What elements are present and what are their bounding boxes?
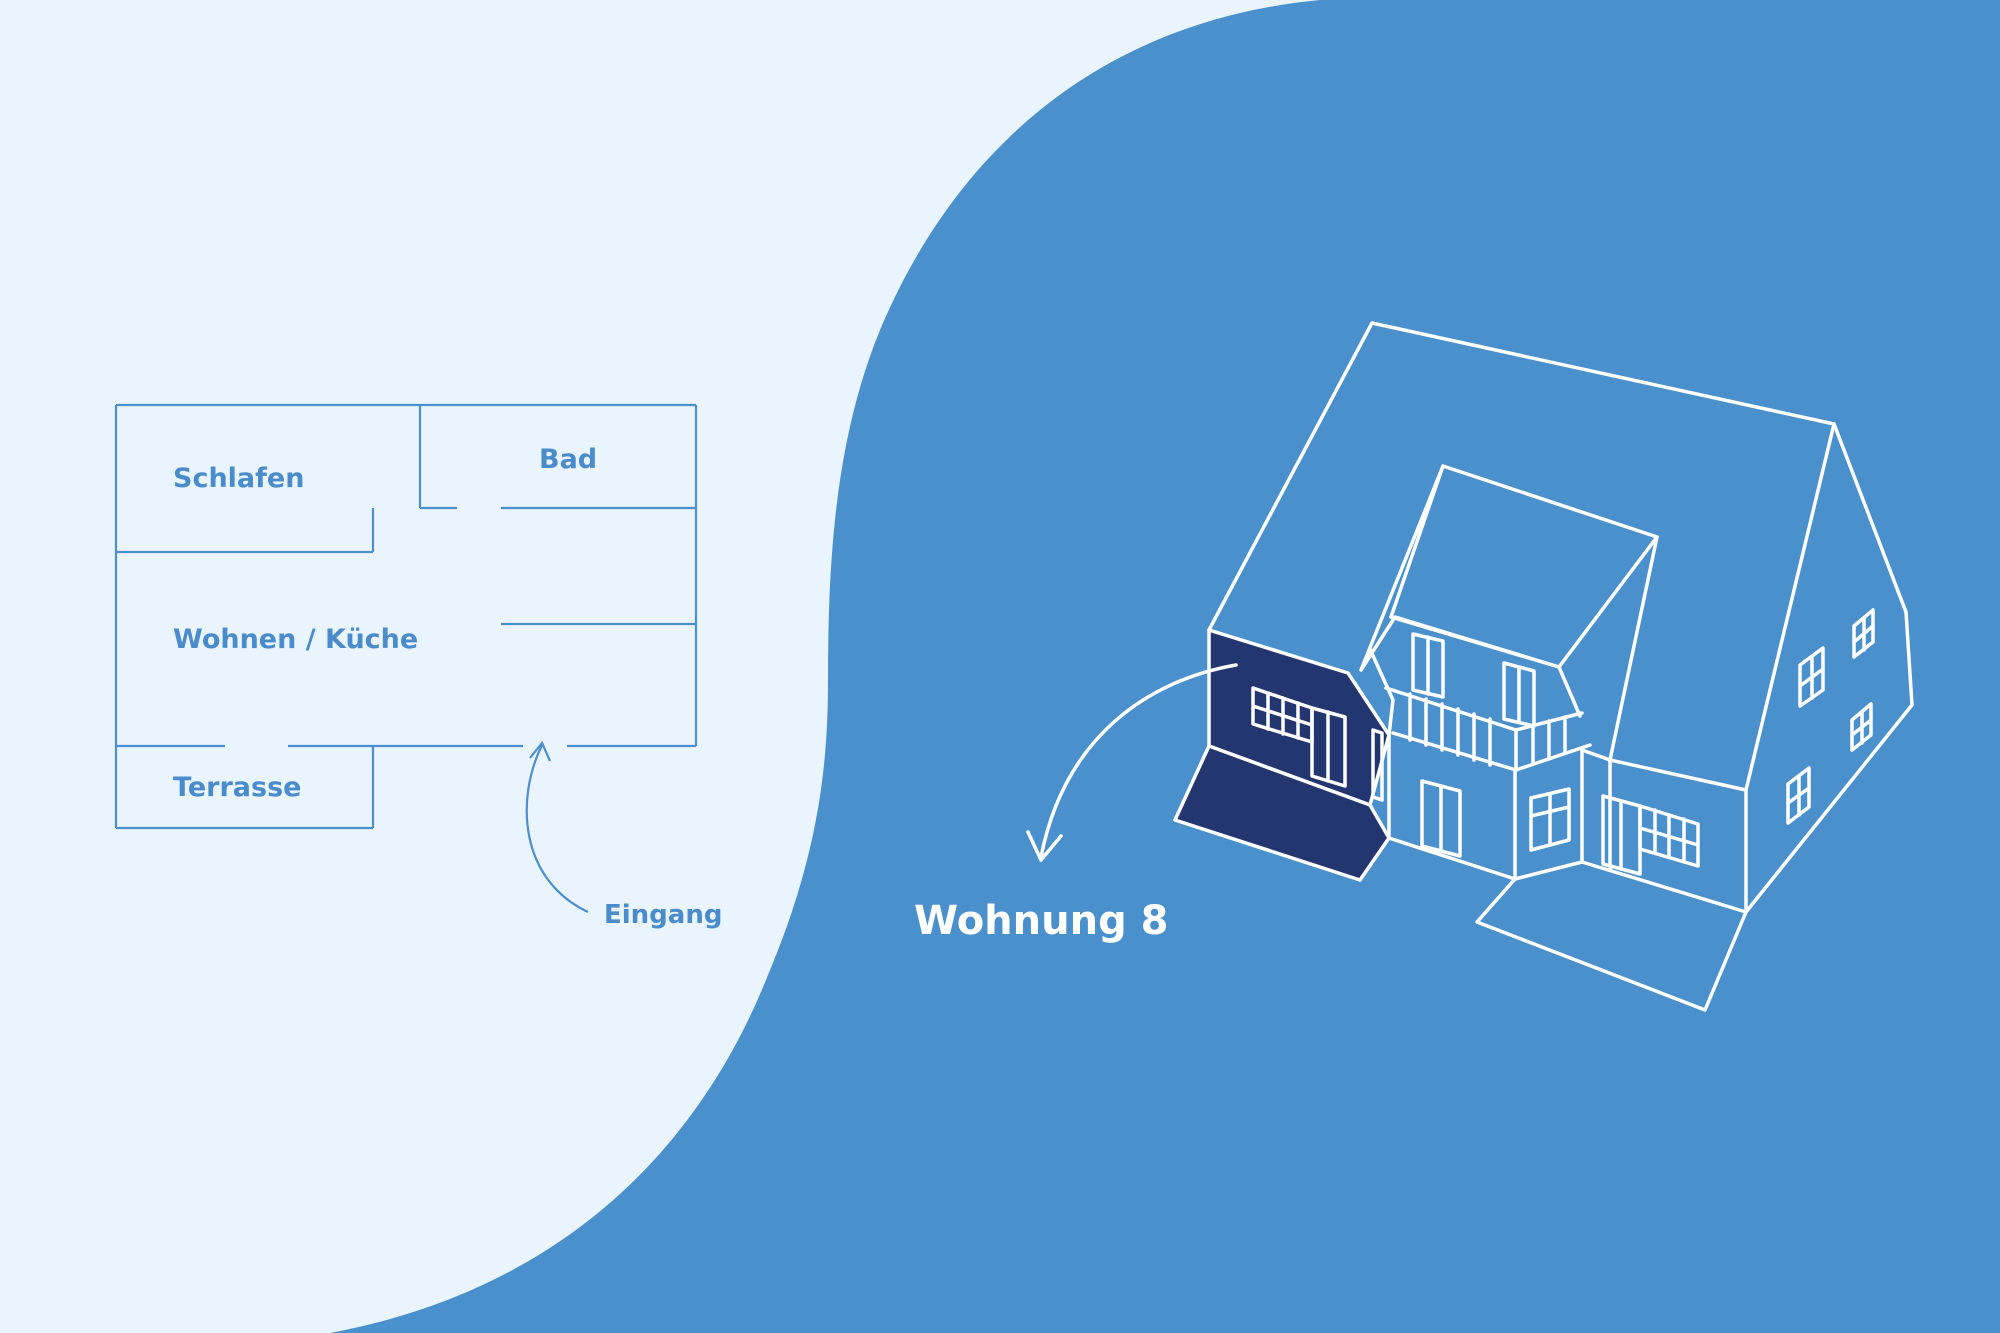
main-roof [1207,321,1836,792]
window-icon [1638,804,1700,868]
dormer-roof-edge [1608,535,1659,762]
window-icon [1798,646,1825,708]
window-icon [1850,702,1873,752]
window-icon [1529,787,1571,852]
window-icon [1502,661,1536,728]
entrance-arrow-icon [525,744,589,913]
dormer-roof [1359,464,1659,672]
ground-floor-front [1387,733,1517,881]
blue-wave-background [330,0,2000,1333]
building-drawing [1026,321,1914,1012]
dormer-side [1368,647,1395,737]
room-label-bad: Bad [539,444,597,475]
dormer-roof-edge [1389,464,1445,619]
floor-plan [114,403,698,913]
window-icon [1786,766,1811,825]
room-label-terrasse: Terrasse [173,772,301,803]
window-icon [1852,608,1875,659]
entrance-label: Eingang [604,900,722,930]
entrance-arrowhead-icon [529,740,552,762]
front-path [1475,877,1748,1012]
apartment-label: Wohnung 8 [914,898,1168,944]
ground-floor-right [1513,748,1748,881]
apartment-terrace-highlight [1173,744,1391,882]
room-label-wohnen-kueche: Wohnen / Küche [173,624,418,655]
door-icon [1310,706,1347,788]
apartment-pointer-arrow-icon [1039,663,1238,859]
window-icon [1371,728,1384,802]
room-label-schlafen: Schlafen [173,463,304,494]
window-icon [1411,632,1445,699]
dormer-front [1389,615,1582,718]
gable-wall [1744,422,1914,914]
door-icon [1601,794,1642,876]
door-icon [1420,779,1462,858]
apartment-pointer-arrowhead-icon [1026,830,1063,862]
floor-plan-labels: Schlafen Bad Wohnen / Küche Terrasse Ein… [173,444,722,930]
balcony-railing [1408,692,1567,772]
